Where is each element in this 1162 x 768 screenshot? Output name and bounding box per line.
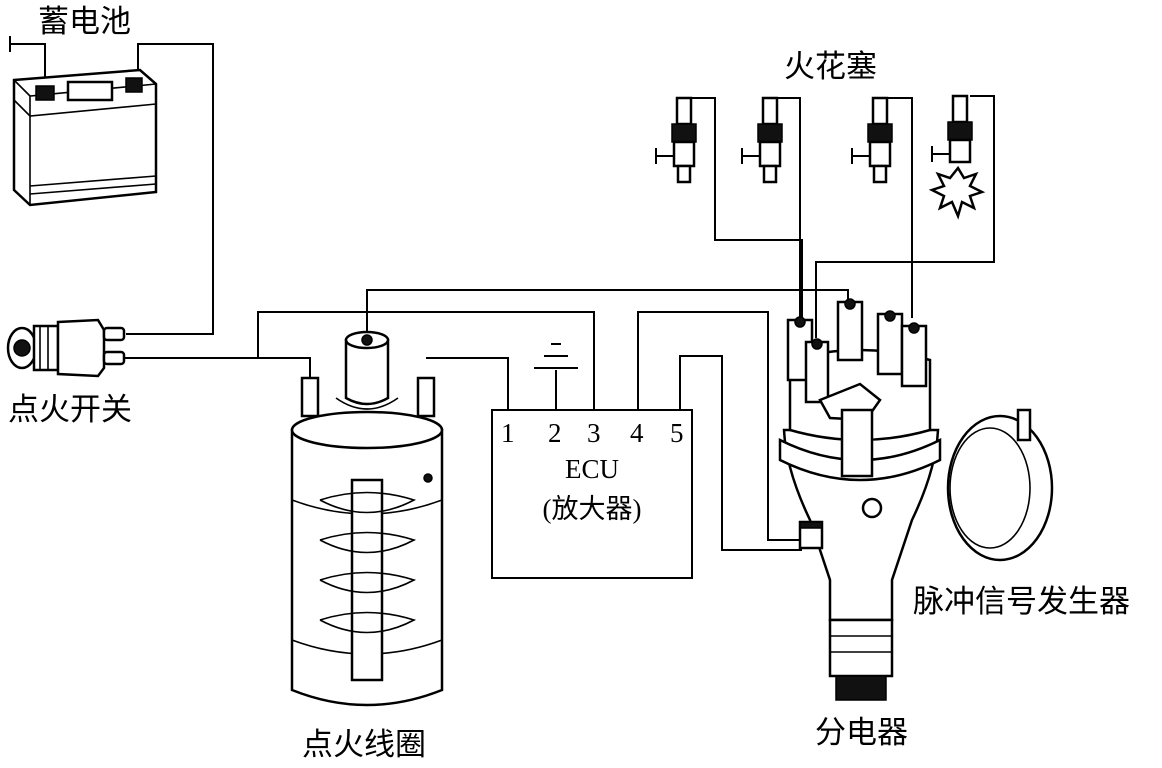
ignition-coil-illustration: [290, 330, 444, 707]
wire-coil-ecu1: [426, 357, 509, 410]
pulse-generator-label: 脉冲信号发生器: [913, 584, 1130, 620]
wire-switch-coil: [124, 311, 595, 410]
spark-plug-4: [928, 94, 986, 220]
distributor-illustration: [778, 298, 1054, 701]
wire-plug-2: [776, 97, 801, 318]
wire-ecu5-pulse: [679, 355, 802, 551]
ecu-pin-3: 3: [587, 418, 601, 448]
ecu-title: ECU: [565, 454, 619, 484]
battery-label: 蓄电池: [38, 4, 131, 40]
wire-battery-ground: [10, 43, 46, 90]
wire-battery-switch: [126, 43, 214, 335]
ecu-pin-2: 2: [548, 418, 562, 448]
wire-switch-coil-b: [258, 357, 311, 378]
spark-plug-3: [851, 96, 893, 184]
spark-plug-2: [741, 96, 783, 184]
distributor-label: 分电器: [815, 715, 908, 751]
ecu-pin-5: 5: [670, 418, 684, 448]
spark-icon: [928, 165, 986, 220]
wire-plug-3: [888, 97, 913, 318]
vacuum-advance-unit: [946, 414, 1054, 562]
wire-ecu4-pulse: [637, 311, 800, 541]
wire-plug-1: [690, 97, 803, 318]
battery-illustration: [12, 68, 158, 207]
ignition-switch-label: 点火开关: [8, 392, 132, 428]
ecu-pin-1: 1: [501, 418, 515, 448]
wire-plug-4: [815, 95, 995, 338]
wire-coil-ht: [366, 289, 849, 340]
wiring: [9, 36, 995, 551]
spark-plugs-illustration: [655, 94, 986, 220]
ignition-switch-illustration: [6, 318, 126, 378]
spark-plugs-label: 火花塞: [784, 49, 877, 85]
ecu-subtitle: (放大器): [543, 494, 642, 524]
ecu-box: [491, 409, 693, 579]
ignition-coil-label: 点火线圈: [302, 727, 426, 763]
ecu-pin-4: 4: [630, 418, 644, 448]
spark-plug-1: [655, 96, 697, 184]
